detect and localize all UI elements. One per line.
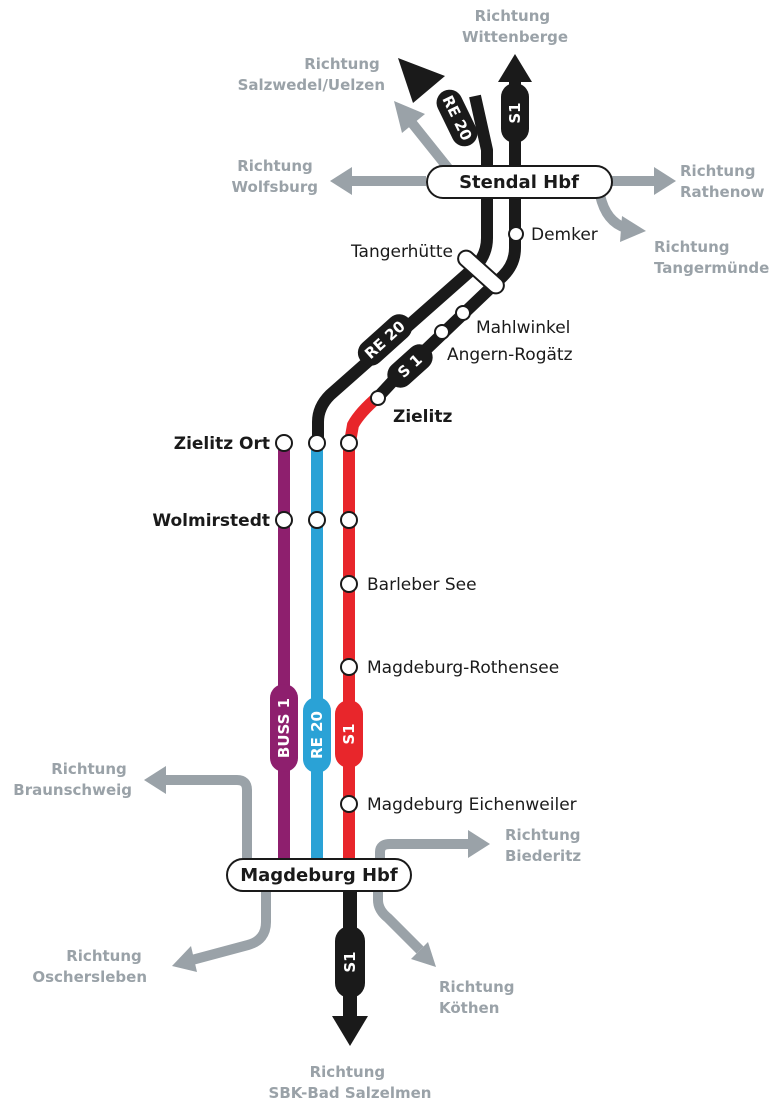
arrow-oschersleben-shaft <box>190 892 271 965</box>
stops <box>275 226 524 813</box>
arrow-braunschweig-shaft <box>165 775 252 858</box>
stop-wolmirstedt-re <box>308 511 326 529</box>
dir-koethen-line1: Richtung <box>439 978 515 996</box>
arrow-oschersleben-head <box>172 946 197 972</box>
bus1-badge: BUSS 1 <box>270 684 298 772</box>
dir-koethen-line2: Köthen <box>439 999 499 1017</box>
dir-biederitz-line2: Biederitz <box>505 847 581 865</box>
arrow-salzwedel-head <box>394 101 425 133</box>
s1-badge-red: S1 <box>335 700 363 768</box>
stop-barleber-see <box>340 575 358 593</box>
hub-stendal-label: Stendal Hbf <box>459 172 579 193</box>
dir-wittenberge: Richtung Wittenberge <box>462 7 568 46</box>
dir-braunschweig-line1: Richtung <box>51 760 127 778</box>
s1-north-arrowhead <box>498 54 532 82</box>
dir-salzelmen-line2: SBK-Bad Salzelmen <box>269 1084 432 1101</box>
dir-salzwedel-line2: Salzwedel/Uelzen <box>238 76 385 94</box>
label-mahlwinkel: Mahlwinkel <box>476 318 570 338</box>
dir-oschersleben-line1: Richtung <box>66 947 142 965</box>
re20-label-blue: RE 20 <box>308 711 326 759</box>
re20-badge-blue: RE 20 <box>303 697 331 773</box>
label-demker: Demker <box>531 225 598 245</box>
dir-oschersleben: Richtung Oschersleben <box>32 947 147 986</box>
stop-demker <box>508 226 524 242</box>
stop-zielitz <box>370 390 386 406</box>
re20-track-black <box>312 94 493 442</box>
dir-salzelmen: Richtung SBK-Bad Salzelmen <box>269 1063 432 1101</box>
direction-labels: Richtung Wittenberge Richtung Salzwedel/… <box>13 7 769 1101</box>
arrow-koethen-shaft <box>373 892 424 954</box>
arrow-biederitz-head <box>468 830 490 858</box>
stop-wolmirstedt-bus <box>275 511 293 529</box>
s1-track-black <box>374 80 521 401</box>
s1-south-arrowhead <box>332 1016 368 1046</box>
dir-salzelmen-line1: Richtung <box>310 1063 386 1081</box>
arrow-braunschweig-head <box>144 766 166 794</box>
stop-angern <box>434 324 450 340</box>
arrow-tangermuende-head <box>620 216 646 242</box>
label-rothensee: Magdeburg-Rothensee <box>367 658 559 678</box>
s1-label-red: S1 <box>340 723 358 744</box>
bus1-label: BUSS 1 <box>275 698 293 758</box>
dir-wittenberge-line2: Wittenberge <box>462 28 568 46</box>
dir-biederitz-line1: Richtung <box>505 826 581 844</box>
dir-tangermuende-line1: Richtung <box>654 238 730 256</box>
label-tangerhuette: Tangerhütte <box>350 242 453 262</box>
label-angern: Angern-Rogätz <box>447 345 573 365</box>
label-eichenweiler: Magdeburg Eichenweiler <box>367 795 577 815</box>
dir-braunschweig: Richtung Braunschweig <box>13 760 132 799</box>
dir-wolfsburg-line1: Richtung <box>237 157 313 175</box>
dir-rathenow: Richtung Rathenow <box>680 162 765 201</box>
re20-arrowhead <box>398 58 445 103</box>
arrow-koethen-head <box>411 942 436 967</box>
dir-koethen: Richtung Köthen <box>439 978 520 1017</box>
dir-tangermuende: Richtung Tangermünde <box>654 238 769 277</box>
stop-zielitz-ort-s1 <box>340 434 358 452</box>
dir-rathenow-line2: Rathenow <box>680 183 765 201</box>
dir-wittenberge-line1: Richtung <box>475 7 551 25</box>
dir-wolfsburg-line2: Wolfsburg <box>232 178 318 196</box>
dir-wolfsburg: Richtung Wolfsburg <box>232 157 318 196</box>
label-barleber-see: Barleber See <box>367 575 477 595</box>
dir-rathenow-line1: Richtung <box>680 162 756 180</box>
arrow-wolfsburg-head <box>330 167 352 195</box>
hub-magdeburg: Magdeburg Hbf <box>226 858 412 892</box>
label-zielitz: Zielitz <box>393 407 452 427</box>
direction-arrowheads <box>144 101 676 972</box>
stop-eichenweiler <box>340 795 358 813</box>
stop-mahlwinkel <box>455 305 471 321</box>
s1-label-south: S1 <box>341 951 359 972</box>
s1-badge-south: S1 <box>335 926 365 998</box>
label-wolmirstedt: Wolmirstedt <box>152 511 270 531</box>
dir-biederitz: Richtung Biederitz <box>505 826 586 865</box>
arrow-biederitz-shaft <box>375 839 468 858</box>
dir-tangermuende-line2: Tangermünde <box>654 259 769 277</box>
dir-braunschweig-line2: Braunschweig <box>13 781 132 799</box>
hub-stendal: Stendal Hbf <box>426 165 613 199</box>
stop-zielitz-ort-re <box>308 434 326 452</box>
dir-oschersleben-line2: Oschersleben <box>32 968 147 986</box>
stop-wolmirstedt-s1 <box>340 511 358 529</box>
stop-tangerhuette <box>457 249 505 295</box>
s1-badge-north: S1 <box>501 83 529 143</box>
arrow-rathenow-head <box>654 167 676 195</box>
dir-salzwedel-line1: Richtung <box>304 55 380 73</box>
direction-arrows <box>165 114 655 965</box>
dir-salzwedel: Richtung Salzwedel/Uelzen <box>238 55 385 94</box>
stop-rothensee <box>340 658 358 676</box>
stop-zielitz-ort-bus <box>275 434 293 452</box>
hub-magdeburg-label: Magdeburg Hbf <box>240 865 398 886</box>
label-zielitz-ort: Zielitz Ort <box>174 434 270 454</box>
s1-label-north: S1 <box>506 102 524 123</box>
arrow-salzwedel-shaft <box>404 114 452 172</box>
